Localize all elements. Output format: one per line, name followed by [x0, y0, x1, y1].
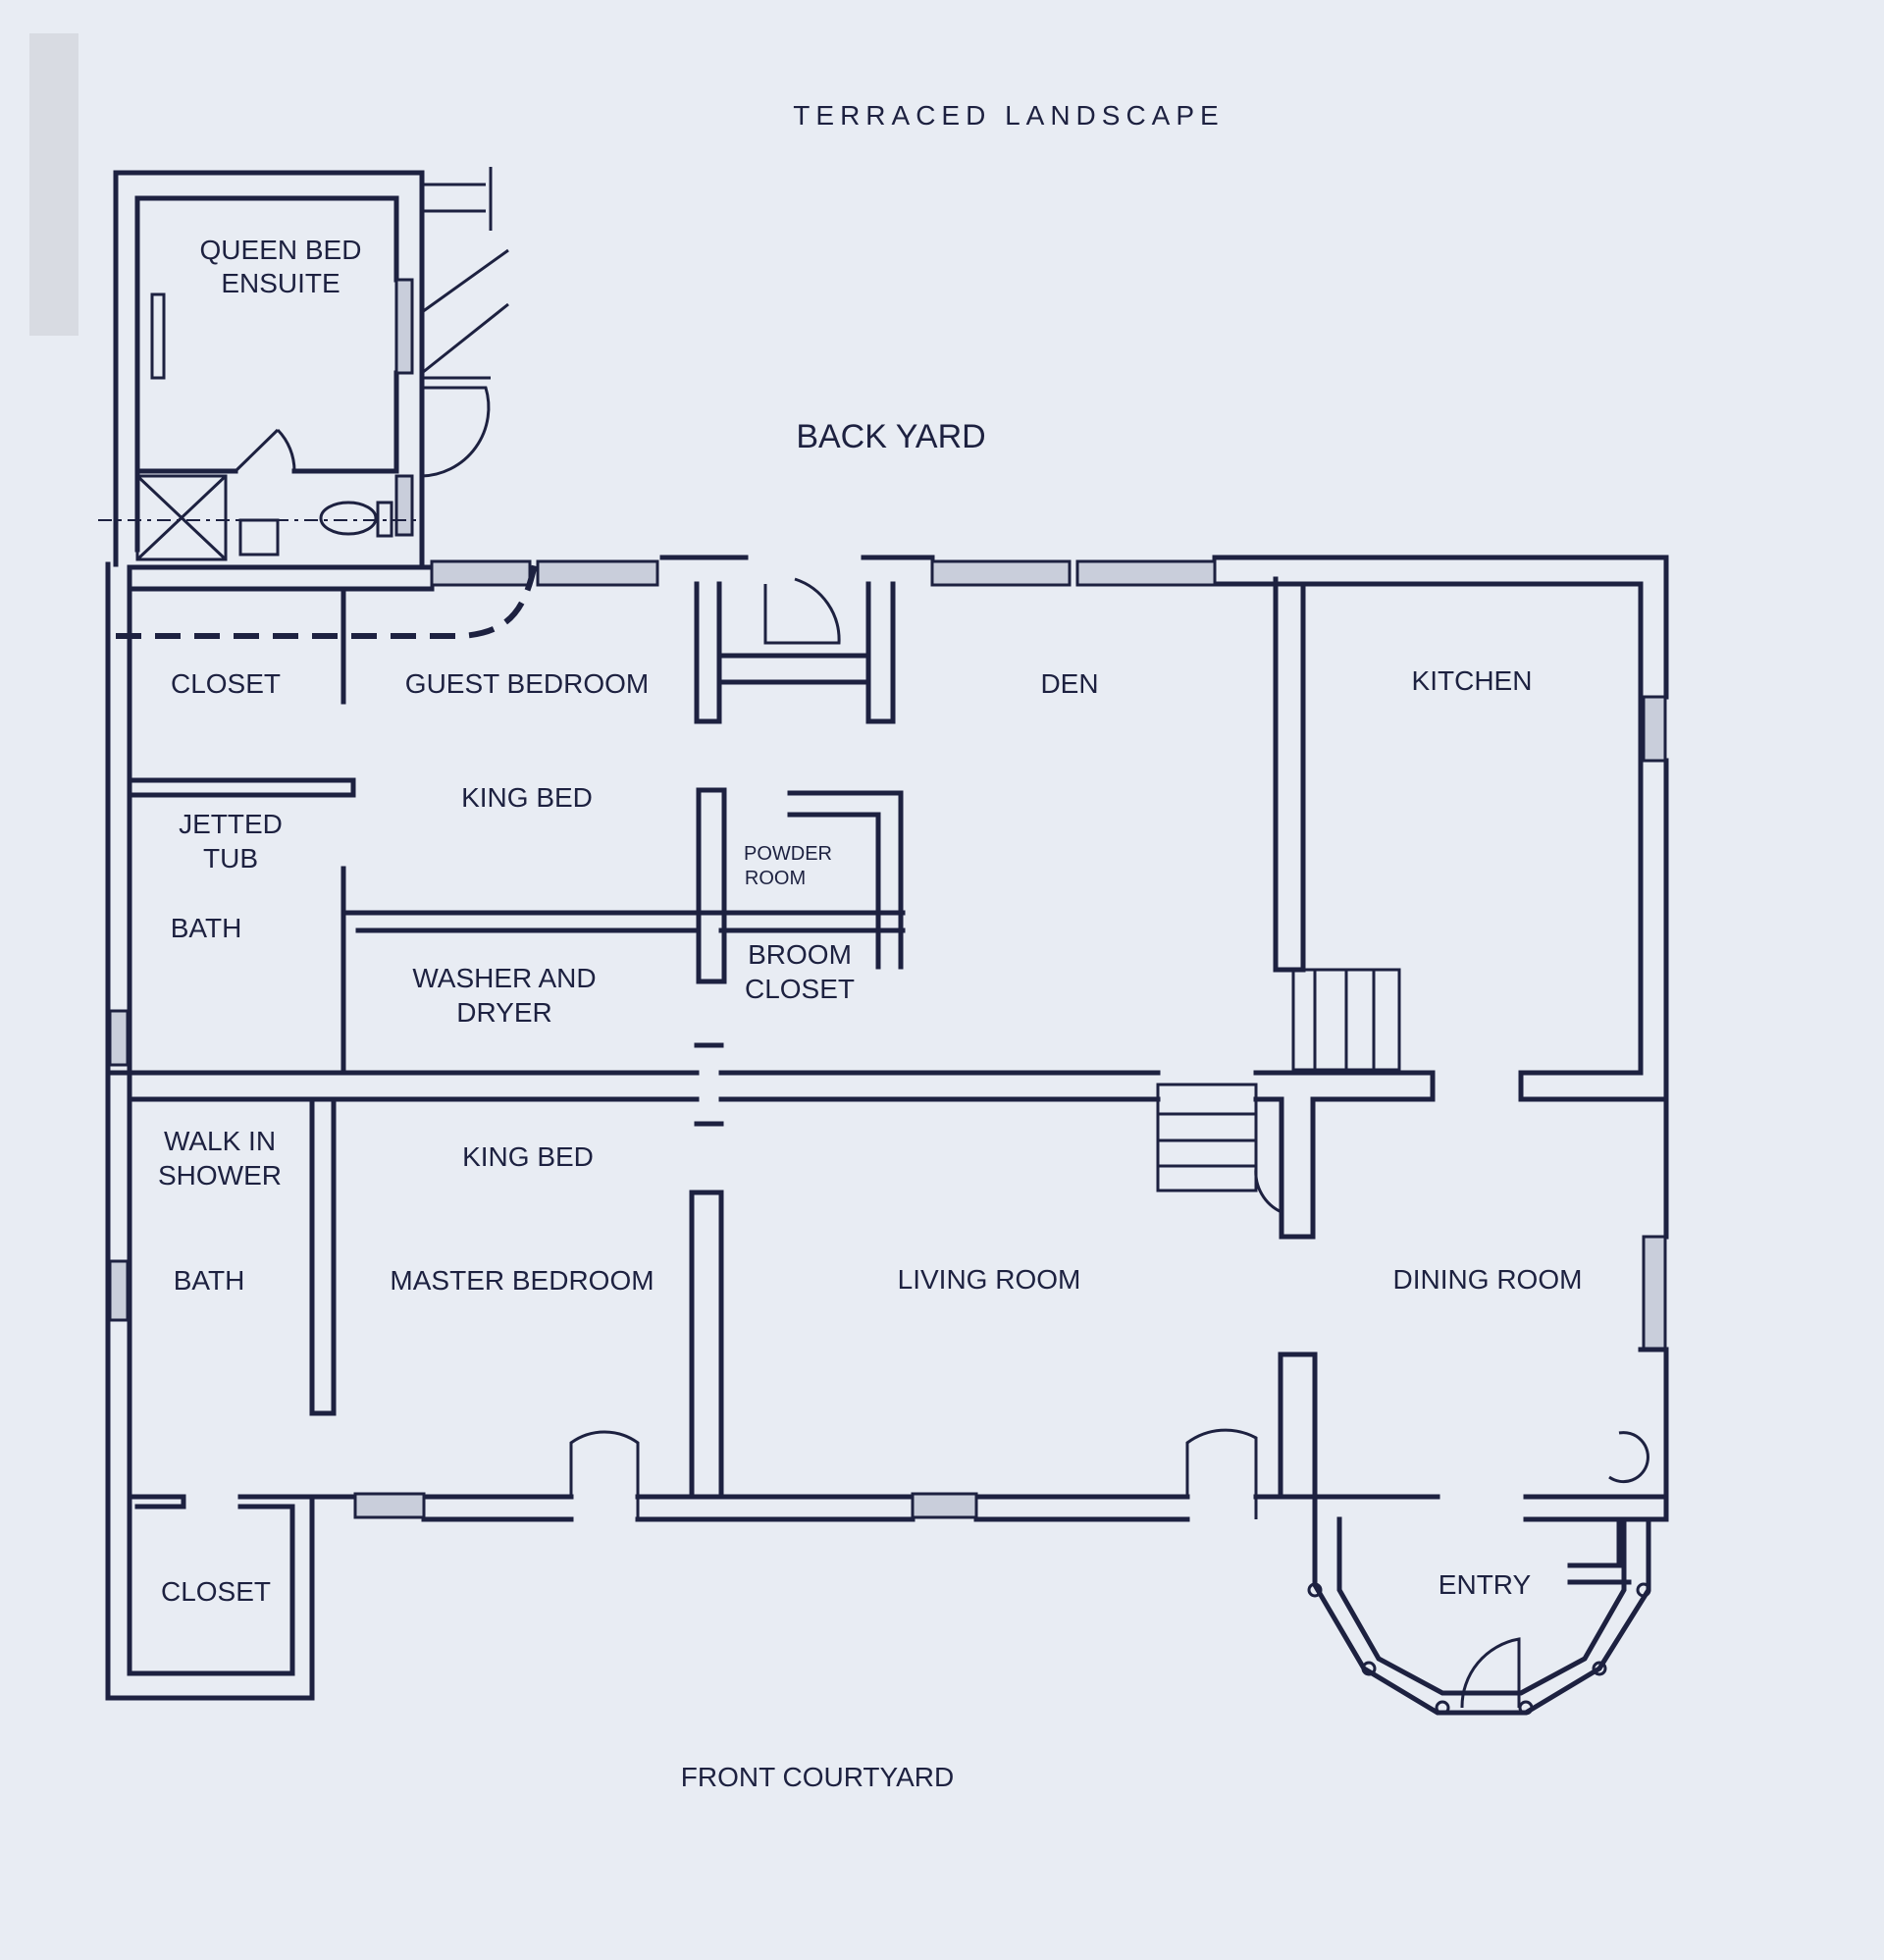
doors [569, 577, 1258, 1519]
front-courtyard-label: FRONT COURTYARD [681, 1762, 954, 1792]
broom-closet-label: CLOSET [745, 974, 855, 1004]
walk-in-label: WALK IN [164, 1126, 276, 1156]
den-label: DEN [1040, 668, 1098, 699]
shower-label: SHOWER [158, 1160, 282, 1191]
closet-bottom-label: CLOSET [161, 1576, 271, 1607]
ensuite-label: ENSUITE [221, 268, 340, 298]
entry-bay [1307, 1494, 1651, 1716]
king-bed-guest-label: KING BED [461, 782, 593, 813]
room-label: ROOM [745, 868, 806, 889]
terraced-landscape-label: TERRACED LANDSCAPE [793, 100, 1224, 131]
king-bed-master-label: KING BED [462, 1141, 594, 1172]
jetted-label: JETTED [179, 809, 283, 839]
outer-walls [105, 555, 1669, 1701]
living-room-label: LIVING ROOM [898, 1264, 1081, 1295]
powder-label: POWDER [744, 843, 832, 865]
closet-top-label: CLOSET [171, 668, 281, 699]
ensuite-walls [98, 170, 425, 567]
bath-bottom-label: BATH [174, 1265, 245, 1296]
dining-room-label: DINING ROOM [1393, 1264, 1583, 1295]
gray-tab [29, 33, 78, 336]
interior-walls [105, 576, 1669, 1510]
entry-label: ENTRY [1439, 1569, 1532, 1600]
dryer-label: DRYER [456, 997, 552, 1028]
back-yard-label: BACK YARD [796, 418, 985, 455]
terrace-steps [421, 167, 509, 478]
washer-and-label: WASHER AND [412, 963, 596, 993]
master-bedroom-label: MASTER BEDROOM [390, 1265, 654, 1296]
kitchen-label: KITCHEN [1412, 665, 1533, 696]
broom-label: BROOM [748, 939, 852, 970]
windows [108, 559, 1667, 1519]
dashed-path [116, 563, 538, 639]
tub-label: TUB [203, 843, 258, 874]
guest-bedroom-label: GUEST BEDROOM [405, 668, 649, 699]
bath-top-label: BATH [171, 913, 242, 943]
queen-bed-label: QUEEN BED [200, 235, 362, 265]
